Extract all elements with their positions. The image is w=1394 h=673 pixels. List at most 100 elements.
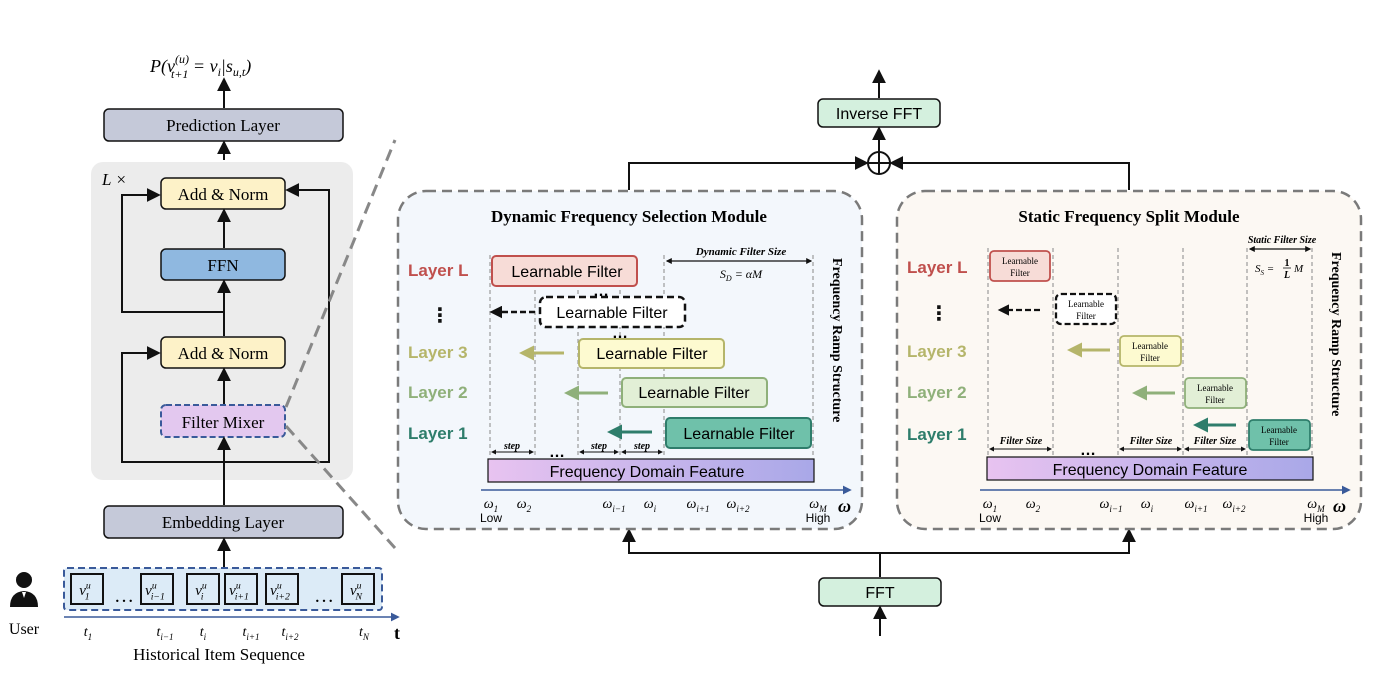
sta-layer-1: Layer 1 [907,425,967,444]
dyn-filter-layer-3-label: Learnable Filter [596,346,708,363]
static-module: Static Frequency Split Module Frequency … [895,189,1363,531]
sequence-caption: Historical Item Sequence [133,645,305,664]
time-tick-label: ti [200,625,207,642]
sta-filter-middle-label: Learnable [1068,299,1104,309]
residual-bottom-left [121,346,224,463]
output-probability: P(v(u)t+1 = vi|su,t) [149,52,251,81]
sta-filter-layer-2-label: Learnable [1197,383,1233,393]
time-tick-label: ti+1 [242,625,259,642]
dynamic-side-label: Frequency Ramp Structure [829,258,844,422]
dyn-filter-layer-L [491,255,638,287]
sta-omega-tick: ωi [1141,497,1154,514]
filter-mixer-label: Filter Mixer [182,413,265,432]
sta-filter-layer-1-label: Learnable [1261,425,1297,435]
static-module-title: Static Frequency Split Module [1018,207,1240,226]
arrow-dynamic-to-sum [628,156,869,190]
dyn-feature-bar [487,458,815,483]
sta-feature-bar-label: Frequency Domain Feature [1053,462,1248,479]
dyn-feature-bar-label: Frequency Domain Feature [550,464,745,481]
sta-filter-layer-3-label: Learnable [1132,341,1168,351]
static-side-label: Frequency Ramp Structure [1328,252,1343,416]
sta-omega-tick: ω2 [1026,497,1041,514]
sta-filter-layer-1-label2: Filter [1269,437,1289,447]
dyn-step-3: step [633,441,650,452]
sta-filter-layer-L-label2: Filter [1010,268,1030,278]
dyn-axis-label: ω [838,496,851,516]
sequence-container [63,567,383,611]
dyn-filter-layer-1 [665,417,812,449]
residual-bottom-right [224,183,330,463]
dyn-filter-layer-1-label: Learnable Filter [683,426,795,443]
arrow-fft-to-dynamic [622,528,880,554]
sta-omega-tick: ωi+2 [1222,497,1246,514]
sta-filter-layer-L-label: Learnable [1002,256,1038,266]
sta-grid-lines [987,248,1313,458]
zoom-line-top [284,139,397,408]
dyn-omega-tick: ωi+2 [726,497,750,514]
sta-filter-layer-3 [1119,335,1182,367]
add-norm-bottom-label: Add & Norm [178,344,269,363]
arrow-static-to-sum [889,156,1130,190]
seq-ellipsis-2: … [314,585,334,607]
dyn-high-label: High [806,511,831,525]
sta-feature-bar [986,456,1314,481]
sta-omega-tick: ωi−1 [1099,497,1122,514]
sta-layer-L: Layer L [907,258,967,277]
zoom-line-bottom [284,425,397,549]
sta-frac-num: 1 [1285,258,1290,269]
dyn-low-label: Low [480,511,502,525]
dyn-filter-layer-2 [621,377,768,408]
sta-omega-tick: ωi+1 [1184,497,1207,514]
inverse-fft-label: Inverse FFT [836,106,922,123]
dyn-filter-layer-L-label: Learnable Filter [511,264,623,281]
dyn-filter-layer-2-label: Learnable Filter [638,385,750,402]
dyn-layer-ellipsis: ⋮ [430,305,450,327]
sta-filter-layer-2 [1184,377,1247,409]
sta-omega-ticks: ω1 ω2 ωi−1 ωi ωi+1 ωi+2 ωM [983,497,1325,514]
sta-filter-layer-3-label2: Filter [1140,353,1160,363]
sta-frac-den: L [1283,270,1290,281]
sum-icon [867,151,891,175]
sta-omega-tick: ω1 [983,497,997,514]
dyn-layer-L: Layer L [408,261,468,280]
left-transformer-panel: P(v(u)t+1 = vi|su,t) Prediction Layer L … [9,52,400,664]
sta-layer-3: Layer 3 [907,342,967,361]
dyn-step-2: step [590,441,607,452]
dyn-filter-layer-3 [578,338,725,369]
time-tick-label: ti−1 [156,625,173,642]
dyn-filter-size-title: Dynamic Filter Size [695,246,787,258]
dynamic-module: Dynamic Frequency Selection Module Frequ… [396,189,864,531]
dynamic-module-title: Dynamic Frequency Selection Module [491,207,767,226]
prediction-layer-label: Prediction Layer [166,116,280,135]
time-tick-label: t1 [84,625,92,642]
dyn-omega-tick: ω1 [484,497,498,514]
dyn-layer-2: Layer 2 [408,383,468,402]
sta-high-label: High [1304,511,1329,525]
sta-filter-size-title: Static Filter Size [1248,235,1317,246]
sta-filter-middle-label2: Filter [1076,311,1096,321]
add-norm-top-label: Add & Norm [178,185,269,204]
dyn-filter-middle [538,295,687,329]
dyn-omega-tick: ωi−1 [602,497,625,514]
dyn-layer-3: Layer 3 [408,343,468,362]
sta-filter-middle [1054,292,1118,326]
ffn-label: FFN [207,256,238,275]
dyn-dots-lower: … [612,325,628,342]
dyn-omega-tick: ωi [644,497,657,514]
sta-filter-size-1: Filter Size [999,436,1043,447]
sta-omega-tick: ωM [1307,497,1325,514]
repeat-label: L × [101,170,127,189]
time-axis-label: t [394,623,400,643]
